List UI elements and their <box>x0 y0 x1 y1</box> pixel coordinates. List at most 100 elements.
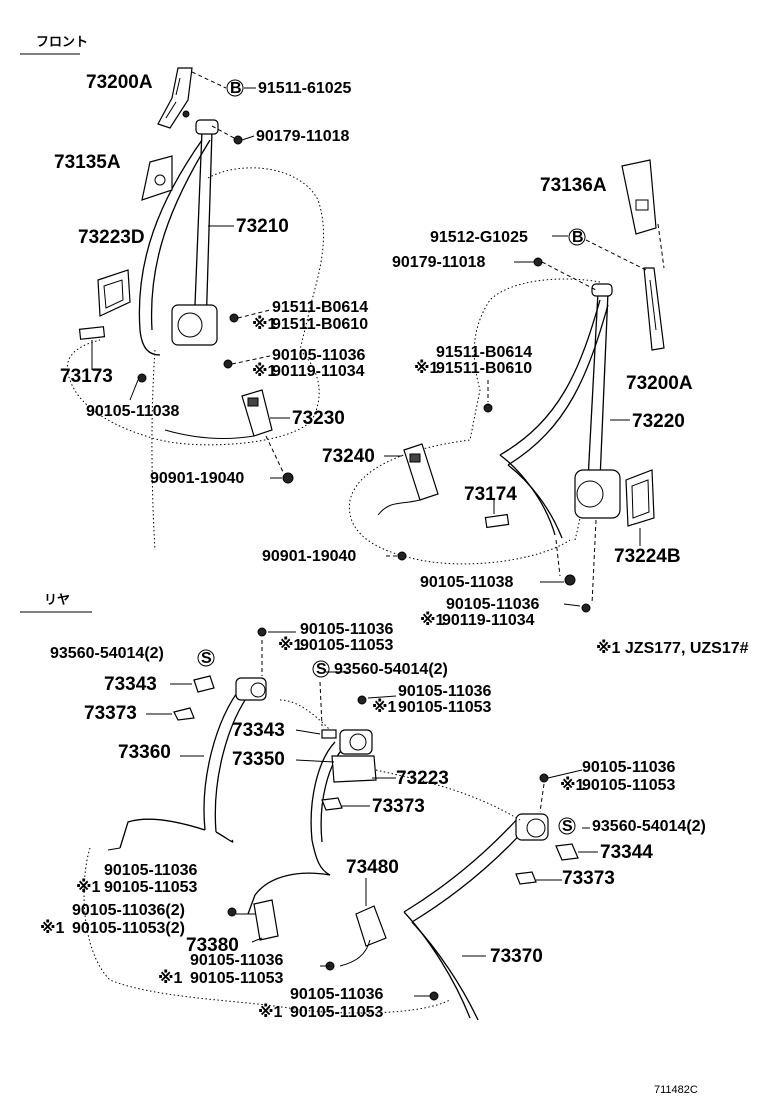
label-rear-note-a: ※1 <box>278 636 303 654</box>
label-73373-right: 73373 <box>562 868 615 889</box>
label-rear-90105-11036-c: 90105-11036 <box>582 759 676 776</box>
retractor-73210 <box>138 119 219 356</box>
label-73380: 73380 <box>186 935 239 956</box>
rear-section-header: リヤ <box>20 592 92 613</box>
label-73224B: 73224B <box>614 546 681 567</box>
front-section-header: フロント <box>20 34 88 55</box>
figure-id: 711482C <box>654 1084 698 1096</box>
label-93560-54014-left: 93560-54014(2) <box>50 645 164 662</box>
symbol-s-right: S <box>562 818 573 835</box>
label-note-right-2: ※1 <box>420 611 445 629</box>
rear-clip-73343-left <box>173 675 215 721</box>
label-93560-54014-right: 93560-54014(2) <box>592 818 706 835</box>
cover-73224B <box>625 469 655 527</box>
rear-section-label: リヤ <box>44 592 70 607</box>
label-73200A-right: 73200A <box>626 373 693 394</box>
label-73173: 73173 <box>60 366 113 387</box>
label-73223D: 73223D <box>78 227 145 248</box>
label-90901-19040-left: 90901-19040 <box>150 470 244 487</box>
label-90105-11036-front: 90105-11036 <box>272 347 366 364</box>
label-91511-B0614-right: 91511-B0614 <box>436 344 532 361</box>
rear-center-belt-73350 <box>247 695 377 915</box>
label-rear-90105-11053-a: 90105-11053 <box>300 637 394 654</box>
label-rear-90105-11053-f: 90105-11053 <box>290 1004 384 1021</box>
label-rear-90105-11036-a: 90105-11036 <box>300 621 394 638</box>
front-labels: 73200A B 91511-61025 90179-11018 73135A … <box>54 72 693 629</box>
label-73136A: 73136A <box>540 175 607 196</box>
anchor-73200A-right <box>643 267 665 351</box>
label-91511-B0610-left: 91511-B0610 <box>272 316 368 333</box>
rear-seat-outline <box>83 699 521 1014</box>
label-90179-11018-left: 90179-11018 <box>256 128 350 145</box>
front-right-seat-outline <box>348 278 601 565</box>
anchor-73200A-left <box>157 67 193 129</box>
label-91512-G1025: 91512-G1025 <box>430 229 528 246</box>
label-90901-19040-right: 90901-19040 <box>262 548 356 565</box>
label-rear-90105-11036-f: 90105-11036 <box>290 986 384 1003</box>
label-note-left-1: ※1 <box>252 315 277 333</box>
label-73480: 73480 <box>346 857 399 878</box>
label-91511-B0614-left: 91511-B0614 <box>272 299 368 316</box>
rear-buckles-73380-73480 <box>227 899 387 971</box>
label-rear-90105-11053-b: 90105-11053 <box>398 699 492 716</box>
label-rear-90105-11053-d: 90105-11053 <box>104 879 198 896</box>
label-73344: 73344 <box>600 842 653 863</box>
label-73230: 73230 <box>292 408 345 429</box>
buckle-73230 <box>164 389 273 439</box>
label-73373-center: 73373 <box>372 796 425 817</box>
label-73370: 73370 <box>490 946 543 967</box>
label-rear-90105-11053-c: 90105-11053 <box>582 777 676 794</box>
buckle-73240 <box>377 443 439 516</box>
label-91511-61025: 91511-61025 <box>258 80 352 97</box>
label-73360: 73360 <box>118 742 171 763</box>
label-rear-note-b: ※1 <box>372 698 397 716</box>
symbol-b-right: B <box>572 229 584 246</box>
label-91511-B0610-right: 91511-B0610 <box>436 360 532 377</box>
label-73343-left: 73343 <box>104 674 157 695</box>
front-leader-lines <box>91 71 665 607</box>
label-rear-90105-11053-e: 90105-11053 <box>190 970 284 987</box>
label-model-note: ※1 JZS177, UZS17# <box>596 639 749 657</box>
label-note-right-1: ※1 <box>414 359 439 377</box>
label-73135A: 73135A <box>54 152 121 173</box>
label-73174: 73174 <box>464 484 517 505</box>
front-section-label: フロント <box>36 34 88 49</box>
label-90105-11036-right: 90105-11036 <box>446 596 540 613</box>
symbol-s-center: S <box>316 661 327 678</box>
label-73220: 73220 <box>632 411 685 432</box>
cover-73173 <box>78 326 106 340</box>
label-73240: 73240 <box>322 446 375 467</box>
label-rear-90105-11036-e: 90105-11036 <box>190 952 284 969</box>
cover-73174 <box>484 513 510 529</box>
cover-73135A <box>141 155 173 201</box>
label-rear-90105-11053-2: 90105-11053(2) <box>72 920 185 937</box>
label-90119-11034-left: 90119-11034 <box>272 363 365 380</box>
label-rear-note-c: ※1 <box>560 776 585 794</box>
label-rear-90105-11036-b: 90105-11036 <box>398 683 492 700</box>
label-90119-11034-right: 90119-11034 <box>442 612 535 629</box>
retractor-73220 <box>499 283 621 539</box>
front-left-seat-outline <box>66 167 325 551</box>
label-73343-center: 73343 <box>232 720 285 741</box>
rear-right-belt-73370 <box>403 773 579 1021</box>
label-rear-90105-11036-2: 90105-11036(2) <box>72 902 185 919</box>
label-73350: 73350 <box>232 749 285 770</box>
symbol-s-left: S <box>201 650 212 667</box>
label-note-left-2: ※1 <box>252 362 277 380</box>
label-90105-11038-left: 90105-11038 <box>86 403 180 420</box>
label-rear-note-f: ※1 <box>158 969 183 987</box>
label-73200A-left: 73200A <box>86 72 153 93</box>
label-73373-left: 73373 <box>84 703 137 724</box>
rear-leader-lines <box>107 631 598 997</box>
rear-labels: 90105-11036 ※1 90105-11053 93560-54014(2… <box>40 621 749 1021</box>
label-rear-90105-11036-d: 90105-11036 <box>104 862 198 879</box>
label-93560-54014-center: 93560-54014(2) <box>334 661 448 678</box>
label-73223: 73223 <box>396 768 449 789</box>
symbol-b-left: B <box>230 80 242 97</box>
label-rear-note-e: ※1 <box>40 919 65 937</box>
label-rear-note-d: ※1 <box>76 878 101 896</box>
label-73210: 73210 <box>236 216 289 237</box>
cover-73136A <box>621 159 657 235</box>
rear-left-belt-73360 <box>119 627 267 849</box>
